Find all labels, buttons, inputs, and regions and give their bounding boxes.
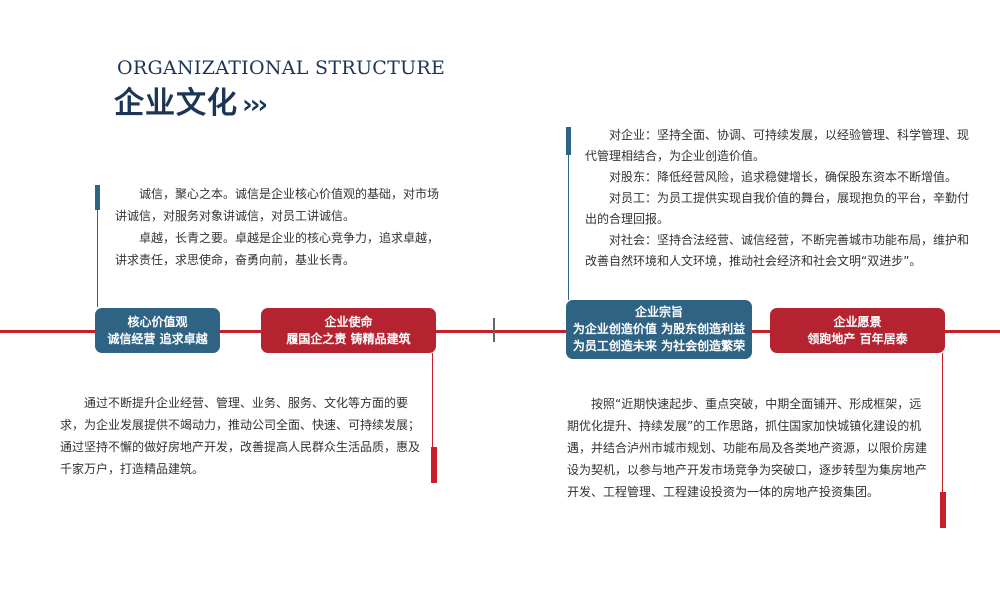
mission-connector xyxy=(432,353,433,448)
core-values-title: 核心价值观 xyxy=(127,314,188,329)
core-values-paragraph-2: 卓越，长青之要。卓越是企业的核心竞争力，追求卓越，讲求责任，求思使命，奋勇向前，… xyxy=(115,231,440,267)
core-values-connector xyxy=(97,205,98,307)
purpose-paragraph-enterprise: 对企业：坚持全面、协调、可持续发展，以经验管理、科学管理、现代管理相结合，为企业… xyxy=(585,128,970,163)
mission-paragraph: 通过不断提升企业经营、管理、业务、服务、文化等方面的要求，为企业发展提供不竭动力… xyxy=(60,396,421,476)
mission-accent-bar xyxy=(431,447,437,483)
vision-subtitle: 领跑地产 百年居泰 xyxy=(807,331,908,346)
purpose-text: 对企业：坚持全面、协调、可持续发展，以经验管理、科学管理、现代管理相结合，为企业… xyxy=(585,125,970,272)
purpose-paragraph-society: 对社会：坚持合法经营、诚信经营，不断完善城市功能布局，维护和改善自然环境和人文环… xyxy=(585,233,970,268)
mission-text: 通过不断提升企业经营、管理、业务、服务、文化等方面的要求，为企业发展提供不竭动力… xyxy=(60,392,422,480)
purpose-paragraph-employees: 对员工：为员工提供实现自我价值的舞台，展现抱负的平台，辛勤付出的合理回报。 xyxy=(585,191,970,226)
mission-title: 企业使命 xyxy=(324,314,373,329)
mission-subtitle: 履国企之责 铸精品建筑 xyxy=(286,331,411,346)
purpose-box: 企业宗旨 为企业创造价值 为股东创造利益 为员工创造未来 为社会创造繁荣 xyxy=(566,300,752,359)
timeline-line xyxy=(0,330,1000,333)
vision-connector xyxy=(942,353,943,493)
vision-title: 企业愿景 xyxy=(833,314,882,329)
timeline-center-tick xyxy=(493,318,495,342)
core-values-accent-bar xyxy=(95,185,100,210)
purpose-accent-bar xyxy=(566,127,571,155)
core-values-subtitle: 诚信经营 追求卓越 xyxy=(107,331,208,346)
chevron-right-icon: ››› xyxy=(242,90,268,120)
mission-box: 企业使命 履国企之责 铸精品建筑 xyxy=(261,308,436,353)
purpose-connector xyxy=(568,150,569,300)
core-values-paragraph-1: 诚信，聚心之本。诚信是企业核心价值观的基础，对市场讲诚信，对服务对象讲诚信，对员… xyxy=(115,187,440,223)
core-values-box: 核心价值观 诚信经营 追求卓越 xyxy=(95,308,220,353)
purpose-line-1: 为企业创造价值 为股东创造利益 xyxy=(572,322,746,336)
purpose-line-2: 为员工创造未来 为社会创造繁荣 xyxy=(572,339,746,353)
title-english: ORGANIZATIONAL STRUCTURE xyxy=(117,57,446,79)
vision-accent-bar xyxy=(940,492,946,528)
title-chinese-text: 企业文化 xyxy=(114,86,238,121)
vision-text: 按照“近期快速起步、重点突破，中期全面铺开、形成框架，远期优化提升、持续发展”的… xyxy=(567,393,929,503)
vision-paragraph: 按照“近期快速起步、重点突破，中期全面铺开、形成框架，远期优化提升、持续发展”的… xyxy=(567,397,928,499)
purpose-title: 企业宗旨 xyxy=(634,305,683,319)
core-values-text: 诚信，聚心之本。诚信是企业核心价值观的基础，对市场讲诚信，对服务对象讲诚信，对员… xyxy=(115,183,440,271)
vision-box: 企业愿景 领跑地产 百年居泰 xyxy=(770,308,945,353)
purpose-paragraph-shareholders: 对股东：降低经营风险，追求稳健增长，确保股东资本不断增值。 xyxy=(609,170,958,184)
title-chinese: 企业文化››› xyxy=(114,78,268,122)
